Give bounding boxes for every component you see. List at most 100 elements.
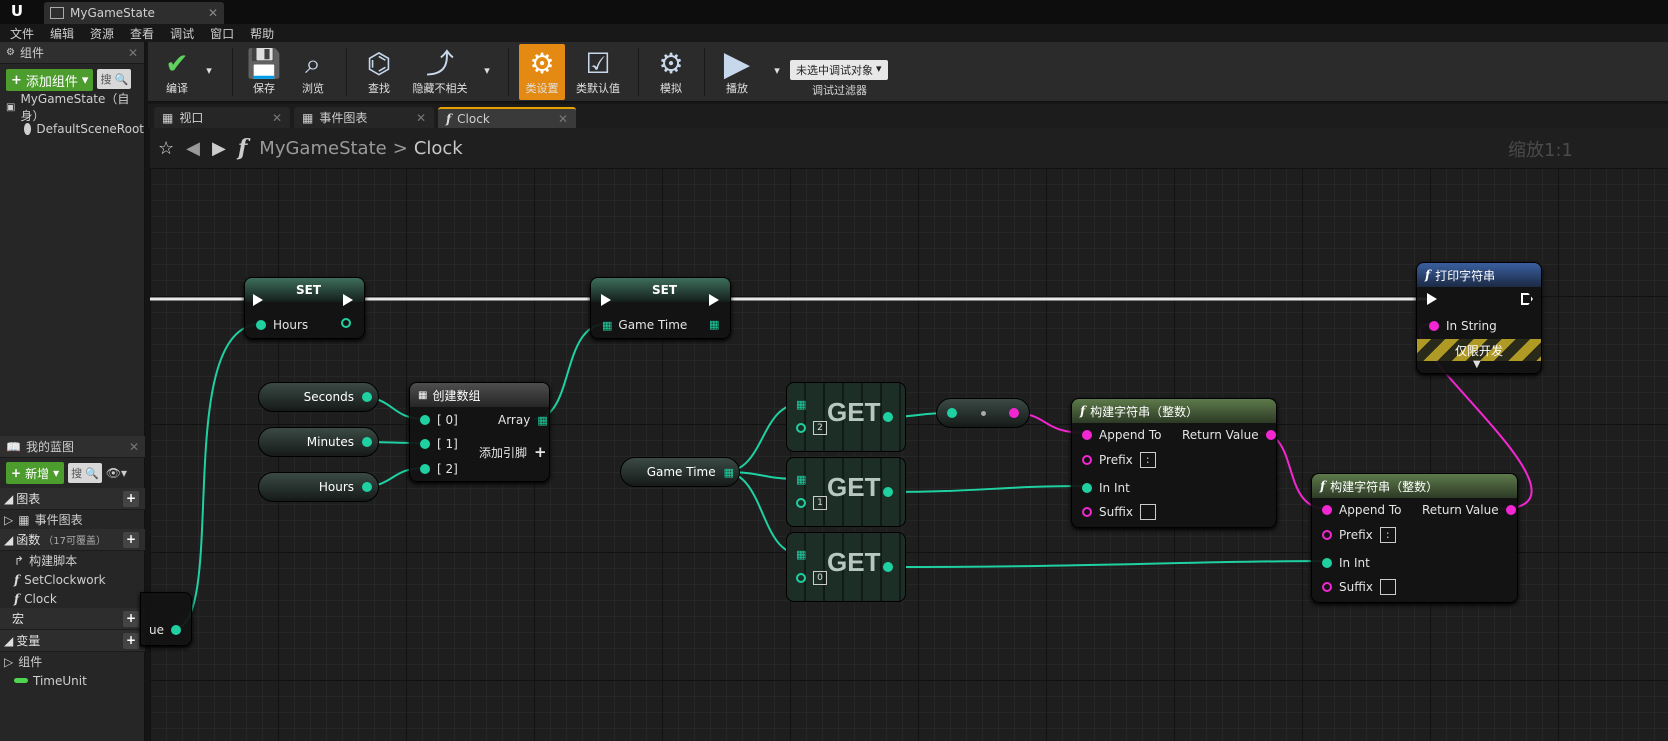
breadcrumb-leaf[interactable]: Clock [413, 137, 463, 159]
menu-asset[interactable]: 资源 [90, 26, 115, 41]
exec-out-pin[interactable] [343, 294, 353, 306]
array-in-pin-0[interactable] [420, 415, 430, 425]
pin-dot[interactable] [171, 625, 181, 635]
get-node-1[interactable]: GET ▦ 1 [786, 457, 906, 527]
category-variables[interactable]: ◢变量+ [0, 630, 145, 652]
suffix-pin[interactable] [1322, 582, 1332, 592]
document-tab[interactable]: MyGameState ✕ [44, 2, 224, 24]
partial-variable-node[interactable]: ue [140, 592, 192, 646]
exec-in-pin[interactable] [253, 294, 263, 306]
index-field[interactable]: 2 [813, 421, 827, 435]
breadcrumb-root[interactable]: MyGameState [259, 137, 387, 159]
add-macro-button[interactable]: + [123, 610, 139, 627]
array-in-pin-icon[interactable]: ▦ [796, 473, 806, 486]
save-button[interactable]: 💾保存 [246, 47, 282, 96]
suffix-field[interactable] [1139, 504, 1156, 520]
in-int-pin[interactable] [1322, 558, 1332, 568]
append-to-pin[interactable] [1322, 505, 1332, 515]
close-icon[interactable]: ✕ [128, 439, 139, 454]
array-pin-icon[interactable]: ▦ [602, 318, 612, 332]
var-out-pin[interactable] [362, 392, 372, 402]
close-icon[interactable]: ✕ [557, 111, 568, 126]
expand-arrow-icon[interactable]: ▼ [1473, 359, 1481, 370]
array-out-pin-icon[interactable]: ▦ [723, 465, 734, 479]
add-function-button[interactable]: + [123, 531, 139, 548]
find-button[interactable]: ⌬查找 [366, 47, 392, 96]
prefix-field[interactable]: : [1379, 527, 1396, 543]
index-pin[interactable] [796, 498, 806, 508]
hide-unrelated-button[interactable]: ⤴隐藏不相关 [412, 47, 468, 96]
array-out-pin-icon[interactable]: ▦ [709, 318, 719, 331]
exec-in-pin[interactable] [1427, 293, 1437, 305]
var-out-pin[interactable] [362, 437, 372, 447]
back-arrow-icon[interactable]: ◀ [186, 137, 200, 159]
hours-variable-node[interactable]: Hours [258, 472, 379, 502]
conversion-in-pin[interactable] [947, 408, 957, 418]
tree-item-root[interactable]: DefaultSceneRoot [0, 118, 144, 140]
array-out-pin-icon[interactable]: ▦ [537, 413, 547, 427]
function-item-construction[interactable]: ↱构建脚本 [14, 553, 78, 569]
index-field[interactable]: 0 [813, 571, 827, 585]
make-array-node[interactable]: ▦创建数组 [ 0] [ 1] [ 2] Array▦ 添加引脚+ [409, 382, 550, 482]
menu-view[interactable]: 查看 [130, 26, 155, 41]
append-to-pin[interactable] [1082, 430, 1092, 440]
event-graph-item[interactable]: ▷▦事件图表 [4, 512, 83, 528]
exec-in-pin[interactable] [601, 294, 611, 306]
get-out-pin[interactable] [883, 412, 893, 422]
category-macros[interactable]: 宏+ [0, 608, 145, 630]
minutes-variable-node[interactable]: Minutes [258, 427, 379, 457]
exec-out-pin[interactable] [1521, 293, 1533, 305]
category-graphs[interactable]: ◢图表+ [0, 488, 145, 510]
get-out-pin[interactable] [883, 487, 893, 497]
array-in-pin-icon[interactable]: ▦ [796, 398, 806, 411]
array-in-pin-2[interactable] [420, 464, 430, 474]
array-in-pin-1[interactable] [420, 439, 430, 449]
close-icon[interactable]: ✕ [271, 110, 282, 125]
menu-window[interactable]: 窗口 [210, 26, 235, 41]
compile-button[interactable]: ✔编译 [165, 47, 189, 96]
index-pin[interactable] [796, 423, 806, 433]
gametime-variable-node[interactable]: Game Time▦ [620, 457, 740, 487]
components-category[interactable]: ▷组件 [4, 654, 43, 670]
graph-canvas[interactable] [150, 168, 1668, 741]
debug-object-select[interactable]: 未选中调试对象▾ [790, 60, 888, 80]
browse-button[interactable]: ⌕浏览 [302, 47, 324, 96]
close-icon[interactable]: ✕ [415, 110, 426, 125]
add-pin-button[interactable]: 添加引脚+ [479, 443, 547, 461]
tab-viewport[interactable]: ▦视口✕ [154, 107, 290, 128]
class-defaults-button[interactable]: ☑类默认值 [576, 47, 620, 96]
suffix-pin[interactable] [1082, 507, 1092, 517]
set-gametime-node[interactable]: SET ▦Game Time ▦ [590, 277, 731, 339]
return-value-pin[interactable] [1265, 430, 1276, 440]
add-graph-button[interactable]: + [123, 490, 139, 507]
hide-options-dropdown[interactable]: ▾ [480, 44, 494, 100]
hours-out-pin[interactable] [341, 318, 351, 328]
array-in-pin-icon[interactable]: ▦ [796, 548, 806, 561]
play-button[interactable]: ▶播放 [723, 44, 751, 95]
components-search-input[interactable]: 搜🔍 [97, 69, 132, 89]
set-hours-node[interactable]: SET Hours [244, 277, 365, 339]
menu-help[interactable]: 帮助 [250, 26, 275, 41]
close-icon[interactable]: ✕ [127, 45, 138, 60]
get-node-0[interactable]: GET ▦ 0 [786, 532, 906, 602]
seconds-variable-node[interactable]: Seconds [258, 382, 379, 412]
blueprint-search-input[interactable]: 搜🔍 [68, 463, 102, 483]
suffix-field[interactable] [1379, 579, 1396, 595]
tab-event-graph[interactable]: ▦事件图表✕ [294, 107, 434, 128]
exec-out-pin[interactable] [709, 294, 719, 306]
conversion-node[interactable] [936, 398, 1030, 428]
compile-options-dropdown[interactable]: ▾ [202, 44, 216, 100]
hours-in-pin[interactable] [256, 320, 266, 330]
play-options-dropdown[interactable]: ▾ [770, 44, 784, 100]
menu-debug[interactable]: 调试 [170, 26, 195, 41]
add-variable-button[interactable]: + [123, 632, 139, 649]
prefix-field[interactable]: : [1139, 452, 1156, 468]
category-functions[interactable]: ◢函数（17可覆盖）+ [0, 529, 145, 551]
get-out-pin[interactable] [883, 562, 893, 572]
